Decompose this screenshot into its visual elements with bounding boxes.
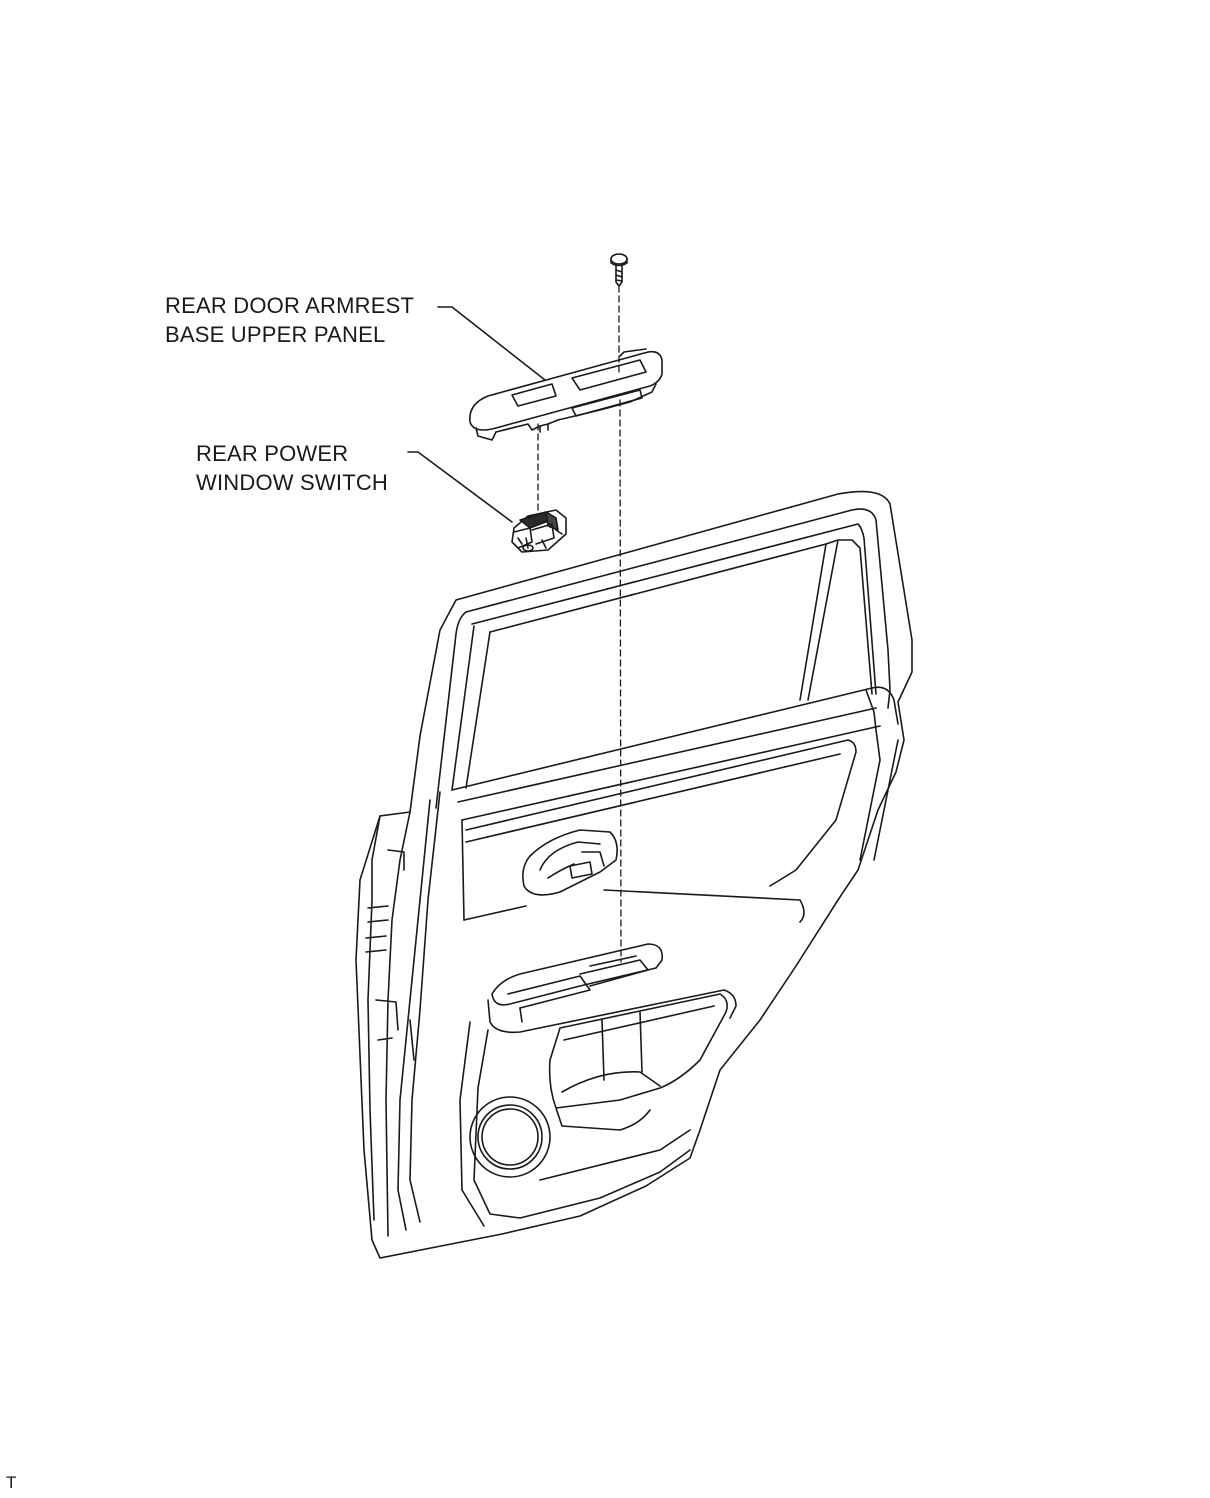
armrest-panel-leader-line — [437, 306, 546, 381]
window-switch-label-line2: WINDOW SWITCH — [196, 470, 389, 495]
corner-mark: T — [6, 1473, 17, 1492]
armrest-base-upper-panel-part — [469, 348, 663, 441]
window-switch-leader-line — [407, 451, 513, 523]
armrest-panel-label-line1: REAR DOOR ARMREST — [165, 293, 415, 318]
window-switch-label-line1: REAR POWER — [196, 441, 349, 466]
rear-power-window-switch-part — [511, 509, 567, 553]
screw-installation-line — [618, 285, 622, 963]
rear-door-trim-assembly — [355, 490, 913, 1259]
screw-part — [610, 253, 628, 287]
window-switch-label: REAR POWER WINDOW SWITCH — [196, 439, 388, 497]
armrest-panel-label-line2: BASE UPPER PANEL — [165, 322, 386, 347]
armrest-panel-label: REAR DOOR ARMREST BASE UPPER PANEL — [165, 291, 414, 349]
